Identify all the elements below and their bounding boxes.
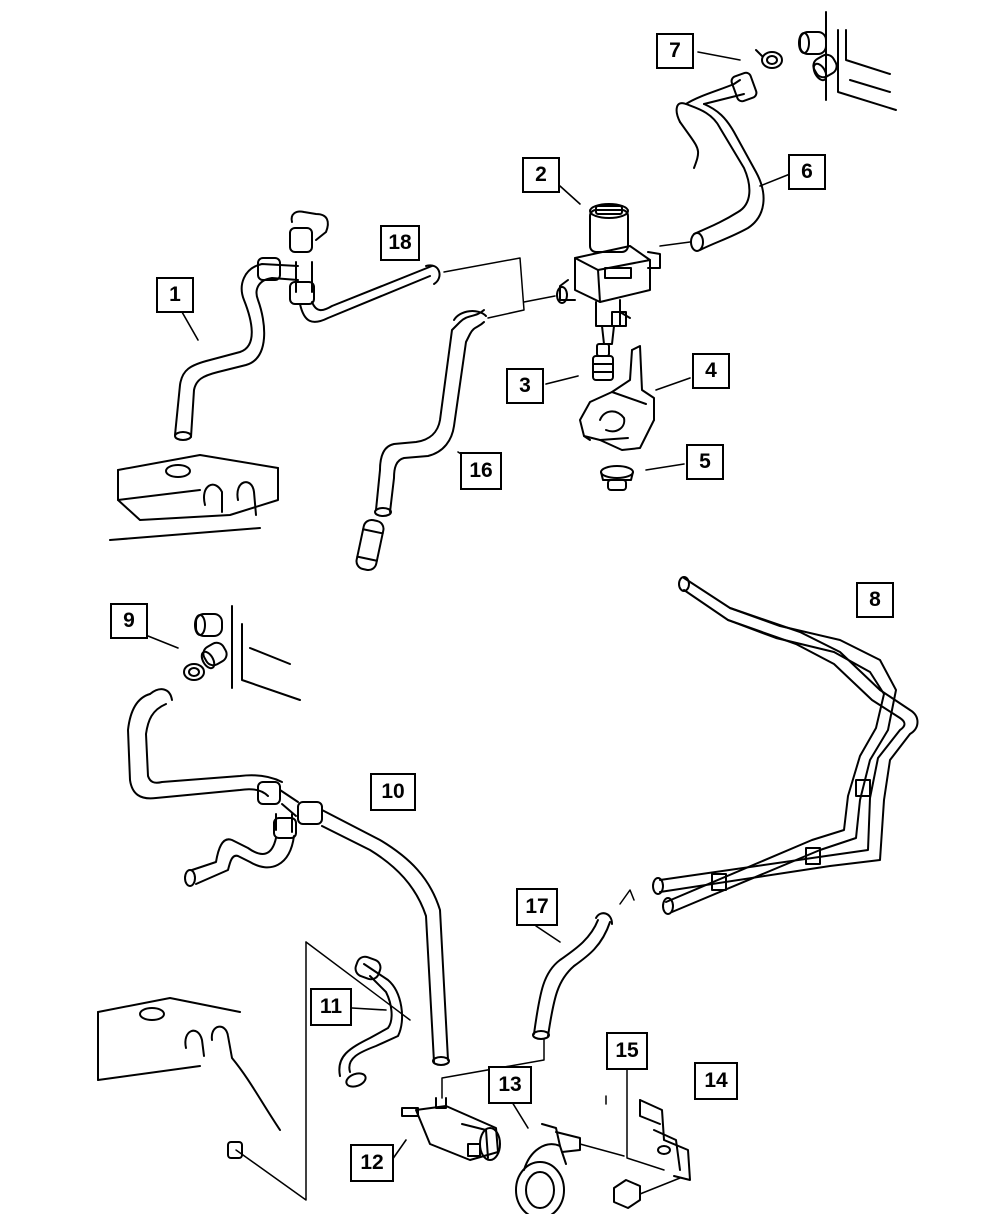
pump-12 bbox=[401, 1097, 501, 1161]
callout-9: 9 bbox=[110, 603, 148, 639]
heater-core-lower bbox=[183, 605, 301, 701]
callout-3: 3 bbox=[506, 368, 544, 404]
callout-7: 7 bbox=[656, 33, 694, 69]
callout-11: 11 bbox=[310, 988, 352, 1026]
heater-tube-8 bbox=[652, 576, 919, 915]
callout-15: 15 bbox=[606, 1032, 648, 1070]
callout-17: 17 bbox=[516, 888, 558, 926]
callout-8: 8 bbox=[856, 582, 894, 618]
leader-lines-15 bbox=[605, 1069, 665, 1171]
callout-12: 12 bbox=[350, 1144, 394, 1182]
callout-18: 18 bbox=[380, 225, 420, 261]
heater-core-upper bbox=[755, 11, 897, 111]
sensor-3 bbox=[592, 343, 614, 381]
callout-2: 2 bbox=[522, 157, 560, 193]
bracket-4 bbox=[579, 345, 655, 451]
hose-6 bbox=[659, 71, 765, 252]
callout-leaders bbox=[147, 51, 791, 1161]
hose-16 bbox=[355, 309, 487, 572]
hose-1 bbox=[174, 210, 441, 441]
engine-block-upper bbox=[109, 454, 279, 541]
callout-14: 14 bbox=[694, 1062, 738, 1100]
callout-1: 1 bbox=[156, 277, 194, 313]
callout-5: 5 bbox=[686, 444, 724, 480]
callout-10: 10 bbox=[370, 773, 416, 811]
leader-lines-18 bbox=[443, 257, 556, 319]
heater-valve-2 bbox=[556, 203, 661, 345]
callout-16: 16 bbox=[460, 452, 502, 490]
engine-block-lower bbox=[97, 997, 281, 1159]
bracket-plane-11 bbox=[235, 941, 411, 1201]
mount-5 bbox=[600, 465, 634, 491]
hose-10 bbox=[127, 688, 450, 1066]
callout-13: 13 bbox=[488, 1066, 532, 1104]
bracket-14 bbox=[613, 1099, 691, 1209]
hose-11 bbox=[338, 955, 404, 1088]
clamp-13 bbox=[515, 1123, 625, 1214]
callout-4: 4 bbox=[692, 353, 730, 389]
callout-6: 6 bbox=[788, 154, 826, 190]
